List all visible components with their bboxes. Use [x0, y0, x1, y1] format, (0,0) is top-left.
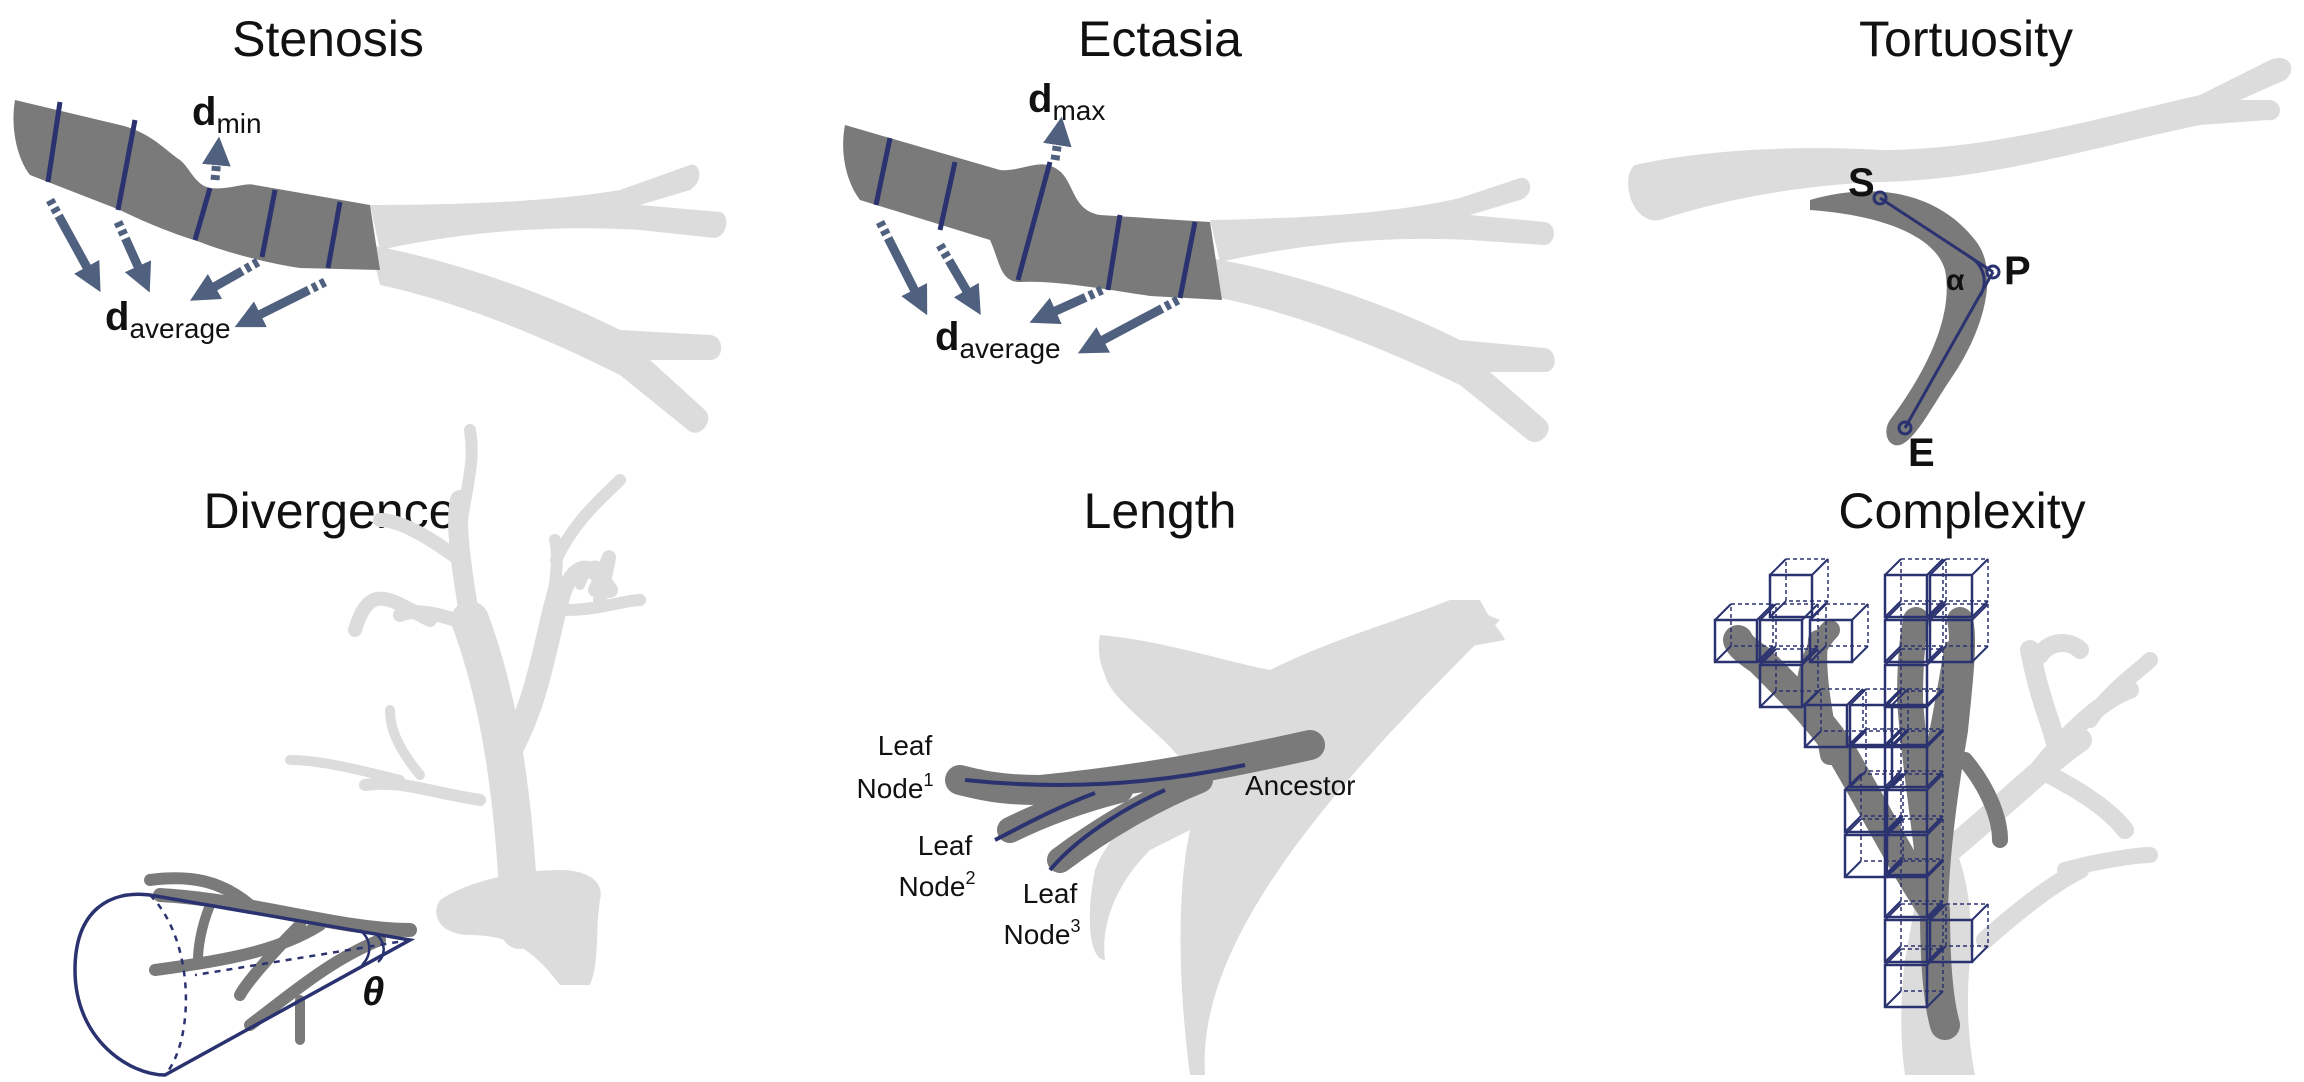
ectasia-dark-vessel — [843, 125, 1222, 300]
divergence-light-tree — [285, 424, 646, 985]
point-s-marker — [1872, 190, 1888, 206]
tortuosity-dark-vessel — [1810, 191, 1988, 446]
stenosis-title: Stenosis — [232, 11, 424, 67]
ectasia-cross-lines — [873, 137, 1198, 299]
panel-ectasia: Ectasia dmax daverage — [843, 11, 1555, 442]
length-light-vessel — [1089, 600, 1500, 1075]
length-ancestor-label: Ancestor — [1245, 770, 1356, 801]
divergence-dark-branches — [144, 872, 417, 1045]
tortuosity-title: Tortuosity — [1859, 11, 2073, 67]
svg-text:Leaf: Leaf — [918, 830, 973, 861]
panel-tortuosity: Tortuosity S P E α — [1628, 11, 2292, 475]
svg-text:Node2: Node2 — [899, 868, 976, 902]
stenosis-arrows — [46, 136, 328, 328]
divergence-angle-label: θ — [362, 970, 384, 1014]
voxel-cube — [1843, 818, 1904, 879]
stenosis-cross-lines — [45, 101, 343, 269]
length-title: Length — [1084, 483, 1237, 539]
svg-text:Node3: Node3 — [1004, 916, 1081, 950]
stenosis-davg-label: daverage — [105, 295, 231, 344]
length-light-top-branch — [1450, 600, 1505, 650]
tortuosity-light-vessel — [1628, 58, 2292, 221]
complexity-voxel-grid — [1713, 558, 1989, 1009]
voxel-cube — [1883, 773, 1944, 834]
tortuosity-p-label: P — [2004, 249, 2031, 293]
voxel-cube — [1808, 603, 1869, 664]
voxel-cube — [1928, 558, 1989, 619]
ectasia-davg-label: daverage — [935, 315, 1061, 364]
length-leaf-1-label: Leaf Node1 — [857, 730, 934, 804]
point-p-marker — [1985, 264, 2001, 280]
tortuosity-angle-label: α — [1946, 264, 1965, 297]
voxel-cube — [1713, 603, 1774, 664]
panel-complexity: Complexity — [1713, 483, 2158, 1075]
stenosis-dmin-label: dmin — [192, 90, 262, 139]
voxel-cube — [1928, 903, 1989, 964]
length-leaf-2-label: Leaf Node2 — [899, 830, 976, 902]
stenosis-light-branch-upper — [370, 164, 727, 250]
voxel-cube — [1848, 728, 1909, 789]
voxel-cube — [1768, 558, 1829, 619]
complexity-title: Complexity — [1838, 483, 2085, 539]
panel-stenosis: Stenosis dmin daverage — [13, 11, 727, 433]
length-leaf-3-label: Leaf Node3 — [1004, 878, 1081, 950]
ectasia-title: Ectasia — [1078, 11, 1242, 67]
svg-text:Node1: Node1 — [857, 770, 934, 804]
voxel-cube — [1883, 948, 1944, 1009]
point-e-marker — [1897, 420, 1913, 436]
length-centerlines — [964, 763, 1246, 872]
stenosis-light-branch-lower — [370, 245, 722, 433]
ectasia-arrows — [875, 116, 1181, 354]
panel-divergence: Divergence — [73, 424, 646, 1077]
voxel-cube — [1883, 688, 1944, 749]
tortuosity-geometry — [1872, 190, 2001, 436]
divergence-cone — [73, 892, 416, 1077]
tortuosity-s-label: S — [1848, 161, 1875, 205]
ectasia-dmax-label: dmax — [1028, 77, 1105, 126]
svg-text:Leaf: Leaf — [1023, 878, 1078, 909]
svg-text:Leaf: Leaf — [878, 730, 933, 761]
voxel-cube — [1883, 603, 1944, 664]
stenosis-dark-vessel — [13, 100, 381, 270]
panel-length: Length Ancestor Leaf Node1 Leaf Node2 Le… — [857, 483, 1505, 1075]
ectasia-light-branch-lower — [1210, 258, 1555, 442]
voxel-cube — [1883, 903, 1944, 964]
voxel-cube — [1883, 858, 1944, 919]
ectasia-light-branch-upper — [1210, 177, 1554, 262]
tortuosity-e-label: E — [1908, 431, 1935, 475]
